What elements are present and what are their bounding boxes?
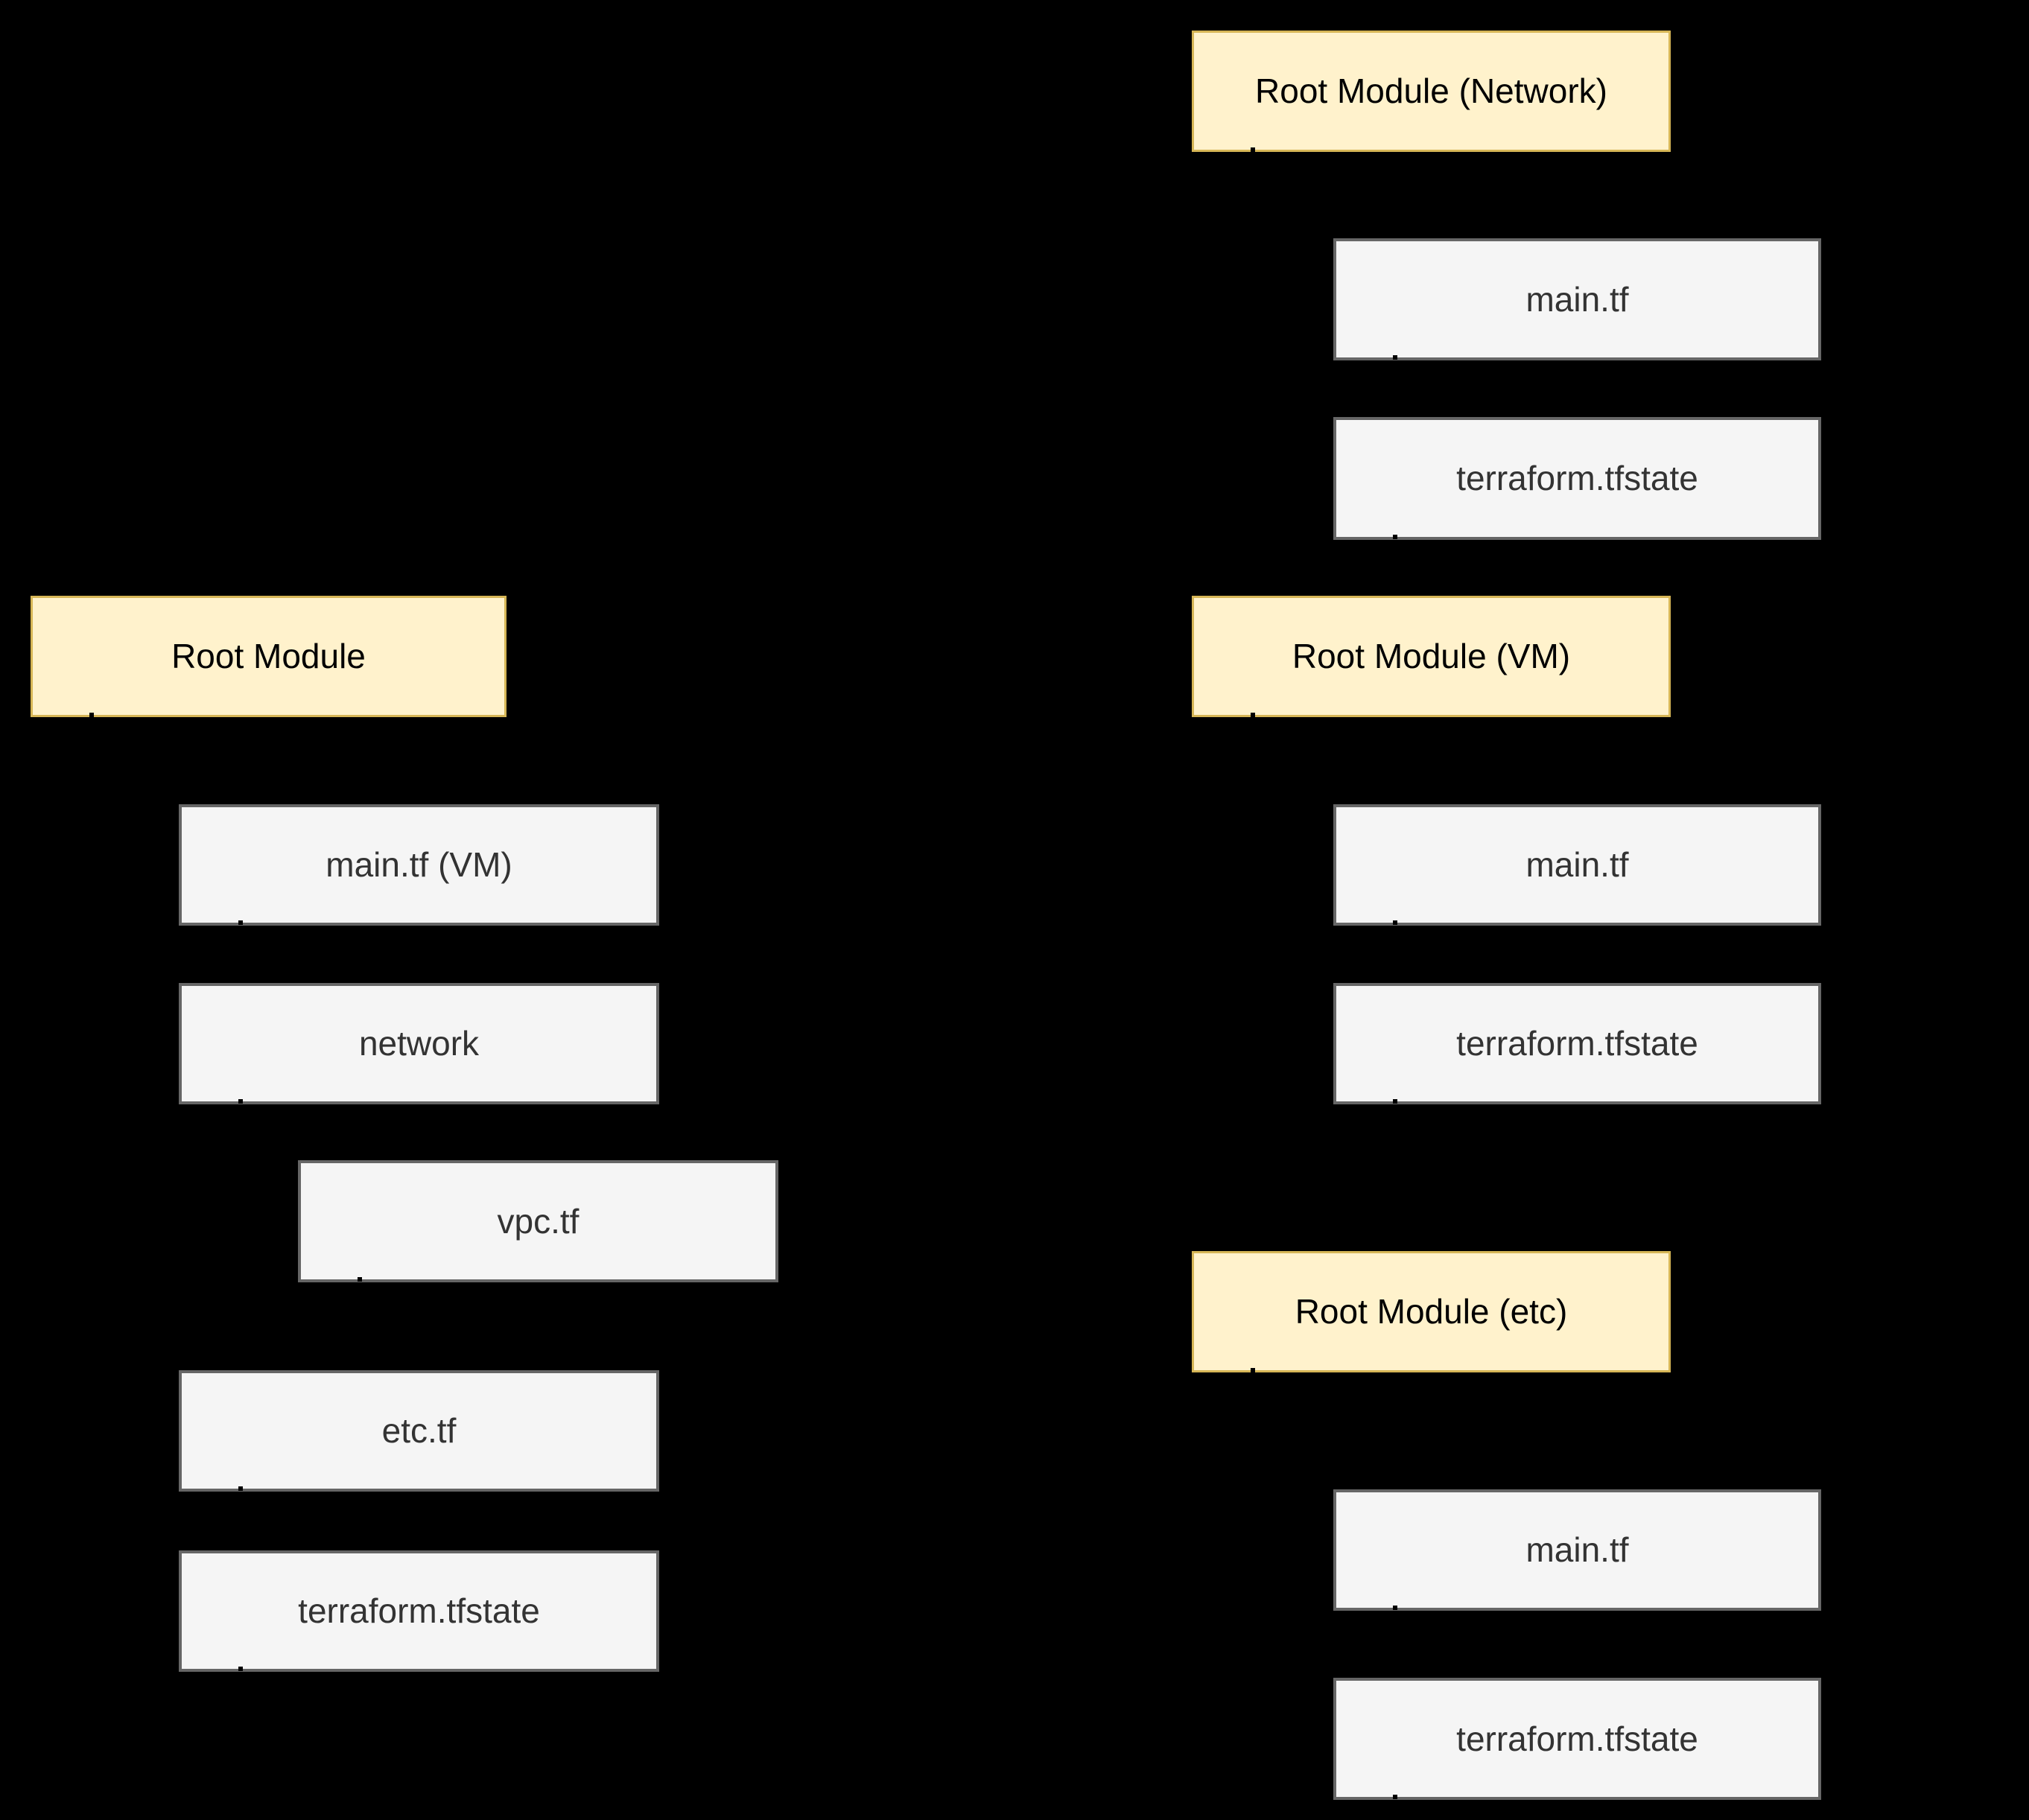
right-etc-main-tf-label: main.tf [1525, 1530, 1629, 1570]
right-vm-tfstate-label: terraform.tfstate [1456, 1024, 1698, 1063]
left-root-module[interactable]: Root Module [31, 596, 507, 717]
left-vpc-tf-edge-stub [358, 1277, 362, 1282]
left-etc-tf-label: etc.tf [381, 1411, 457, 1451]
right-etc-main-tf[interactable]: main.tf [1333, 1489, 1821, 1611]
left-root-module-label: Root Module [171, 637, 366, 676]
right-network-main-tf-label: main.tf [1525, 279, 1629, 319]
right-vm-tfstate-edge-stub [1393, 1099, 1397, 1104]
right-etc-main-tf-edge-stub [1393, 1606, 1397, 1610]
left-vpc-tf-label: vpc.tf [497, 1201, 580, 1241]
right-root-module-vm-edge-stub [1251, 713, 1255, 717]
left-terraform-tfstate-edge-stub [238, 1667, 243, 1671]
left-main-tf-vm[interactable]: main.tf (VM) [179, 804, 659, 926]
right-vm-tfstate[interactable]: terraform.tfstate [1333, 983, 1821, 1104]
left-vpc-tf[interactable]: vpc.tf [298, 1160, 778, 1282]
right-etc-tfstate[interactable]: terraform.tfstate [1333, 1678, 1821, 1800]
right-etc-tfstate-edge-stub [1393, 1795, 1397, 1799]
left-etc-tf-edge-stub [238, 1486, 243, 1491]
left-network[interactable]: network [179, 983, 659, 1104]
left-main-tf-vm-label: main.tf (VM) [326, 845, 512, 885]
right-root-module-etc-label: Root Module (etc) [1295, 1292, 1568, 1331]
left-network-edge-stub [238, 1099, 243, 1104]
right-root-module-etc[interactable]: Root Module (etc) [1192, 1251, 1671, 1372]
right-root-module-etc-edge-stub [1251, 1368, 1255, 1372]
right-root-module-network[interactable]: Root Module (Network) [1192, 31, 1671, 152]
left-network-label: network [358, 1024, 480, 1063]
left-root-module-edge-stub [89, 713, 94, 717]
left-main-tf-vm-edge-stub [238, 920, 243, 925]
right-vm-main-tf-edge-stub [1393, 920, 1397, 925]
right-network-main-tf[interactable]: main.tf [1333, 238, 1821, 360]
right-root-module-network-label: Root Module (Network) [1255, 71, 1607, 111]
right-network-tfstate-edge-stub [1393, 535, 1397, 539]
left-terraform-tfstate-label: terraform.tfstate [298, 1591, 540, 1631]
right-network-main-tf-edge-stub [1393, 355, 1397, 360]
right-root-module-network-edge-stub [1251, 147, 1255, 152]
right-network-tfstate[interactable]: terraform.tfstate [1333, 417, 1821, 540]
right-network-tfstate-label: terraform.tfstate [1456, 459, 1698, 498]
left-etc-tf[interactable]: etc.tf [179, 1370, 659, 1492]
right-root-module-vm-label: Root Module (VM) [1292, 637, 1571, 676]
right-etc-tfstate-label: terraform.tfstate [1456, 1719, 1698, 1758]
right-vm-main-tf-label: main.tf [1525, 845, 1629, 885]
left-terraform-tfstate[interactable]: terraform.tfstate [179, 1550, 659, 1672]
right-vm-main-tf[interactable]: main.tf [1333, 804, 1821, 926]
right-root-module-vm[interactable]: Root Module (VM) [1192, 596, 1671, 717]
